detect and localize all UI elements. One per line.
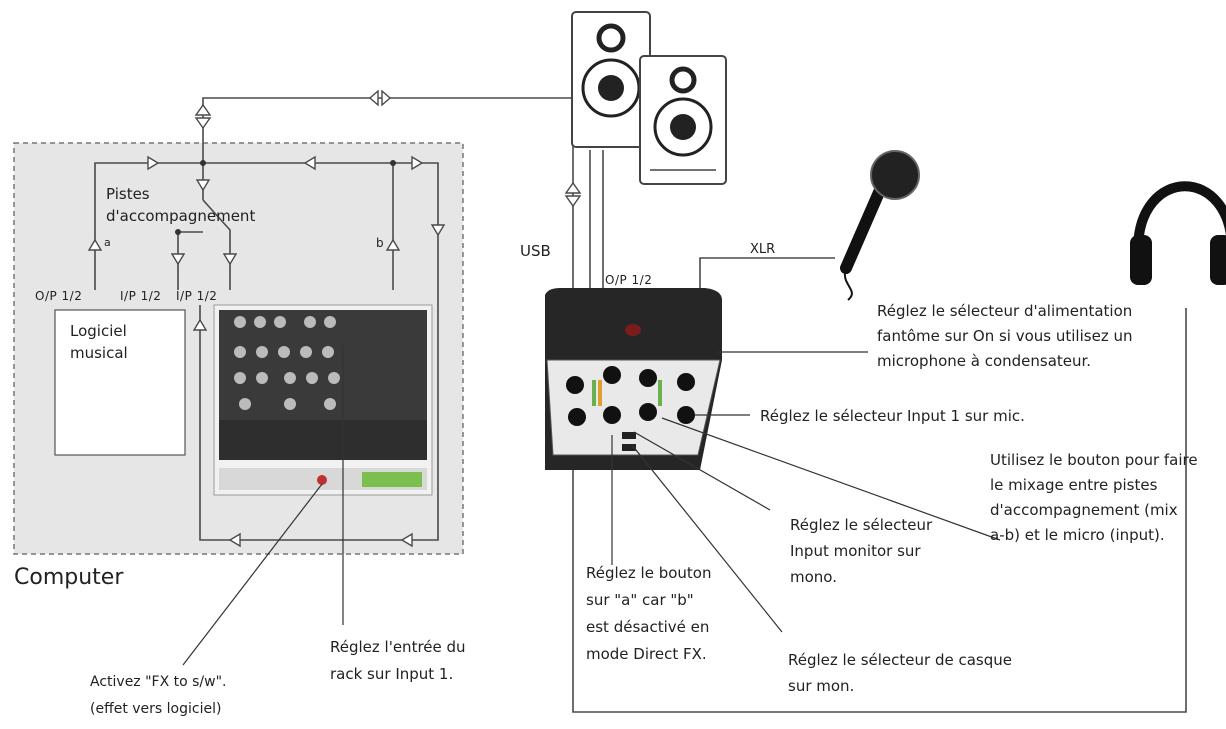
arrow-up-icon [385,238,401,251]
speaker-front [639,55,727,185]
bidirectional-arrow-icon [194,117,212,130]
port-letter-b: b [376,236,385,250]
port-ip-a: I/P 1/2 [120,289,162,303]
software-label: Logiciel musical [70,320,128,364]
annotation-rack-input: Réglez l'entrée du rack sur Input 1. [330,638,466,683]
callout-lines [182,345,1001,666]
port-letter-a: a [104,236,112,249]
arrow-down-icon [430,224,446,237]
annotation-phantom: Réglez le sélecteur d'alimentation fantô… [877,302,1133,370]
bidirectional-arrow-icon [564,195,582,208]
software-label-line2: musical [70,344,128,362]
arrow-right-icon [147,155,160,171]
annotation-input-monitor: Réglez le sélecteur Input monitor sur mo… [790,516,933,586]
arrow-down-icon [195,179,211,192]
arrow-up-icon [192,318,208,331]
annotation-button-a: Réglez le bouton sur "a" car "b" est dés… [586,564,712,663]
computer-label: Computer [14,565,124,590]
speaker-back [571,11,651,148]
port-ip-b: I/P 1/2 [176,289,218,303]
arrow-left-icon [228,532,241,548]
annotation-mix-knob: Utilisez le bouton pour faire le mixage … [990,451,1198,544]
arrow-up-icon [87,238,103,251]
annotation-fx-to-sw: Activez "FX to s/w". (effet vers logicie… [90,674,227,717]
headphones-icon [1130,181,1226,285]
bidirectional-arrow-icon [368,89,379,107]
software-box [54,309,186,456]
bidirectional-arrow-icon [564,181,582,194]
backing-tracks-label: Pistes d'accompagnement [106,183,255,227]
annotation-input1: Réglez le sélecteur Input 1 sur mic. [760,407,1025,425]
arrow-right-icon [411,155,424,171]
software-label-line1: Logiciel [70,322,127,340]
arrow-markers [87,89,582,548]
junction-dots [175,160,396,235]
arrow-down-icon [222,253,238,266]
arrow-left-icon [303,155,316,171]
arrow-down-icon [170,253,186,266]
annotation-headphones: Réglez le sélecteur de casque sur mon. [788,651,1012,695]
bidirectional-arrow-icon [194,103,212,116]
port-op-device: O/P 1/2 [605,273,653,287]
xlr-label: XLR [750,242,776,257]
backing-tracks-line2: d'accompagnement [106,207,256,225]
port-op-left: O/P 1/2 [35,289,83,303]
bidirectional-arrow-icon [381,89,392,107]
backing-tracks-line1: Pistes [106,185,150,203]
fx-rack-window [213,304,433,496]
microphone-icon [840,150,920,301]
usb-label: USB [520,242,551,260]
arrow-left-icon [400,532,413,548]
audio-interface-device [545,288,722,470]
